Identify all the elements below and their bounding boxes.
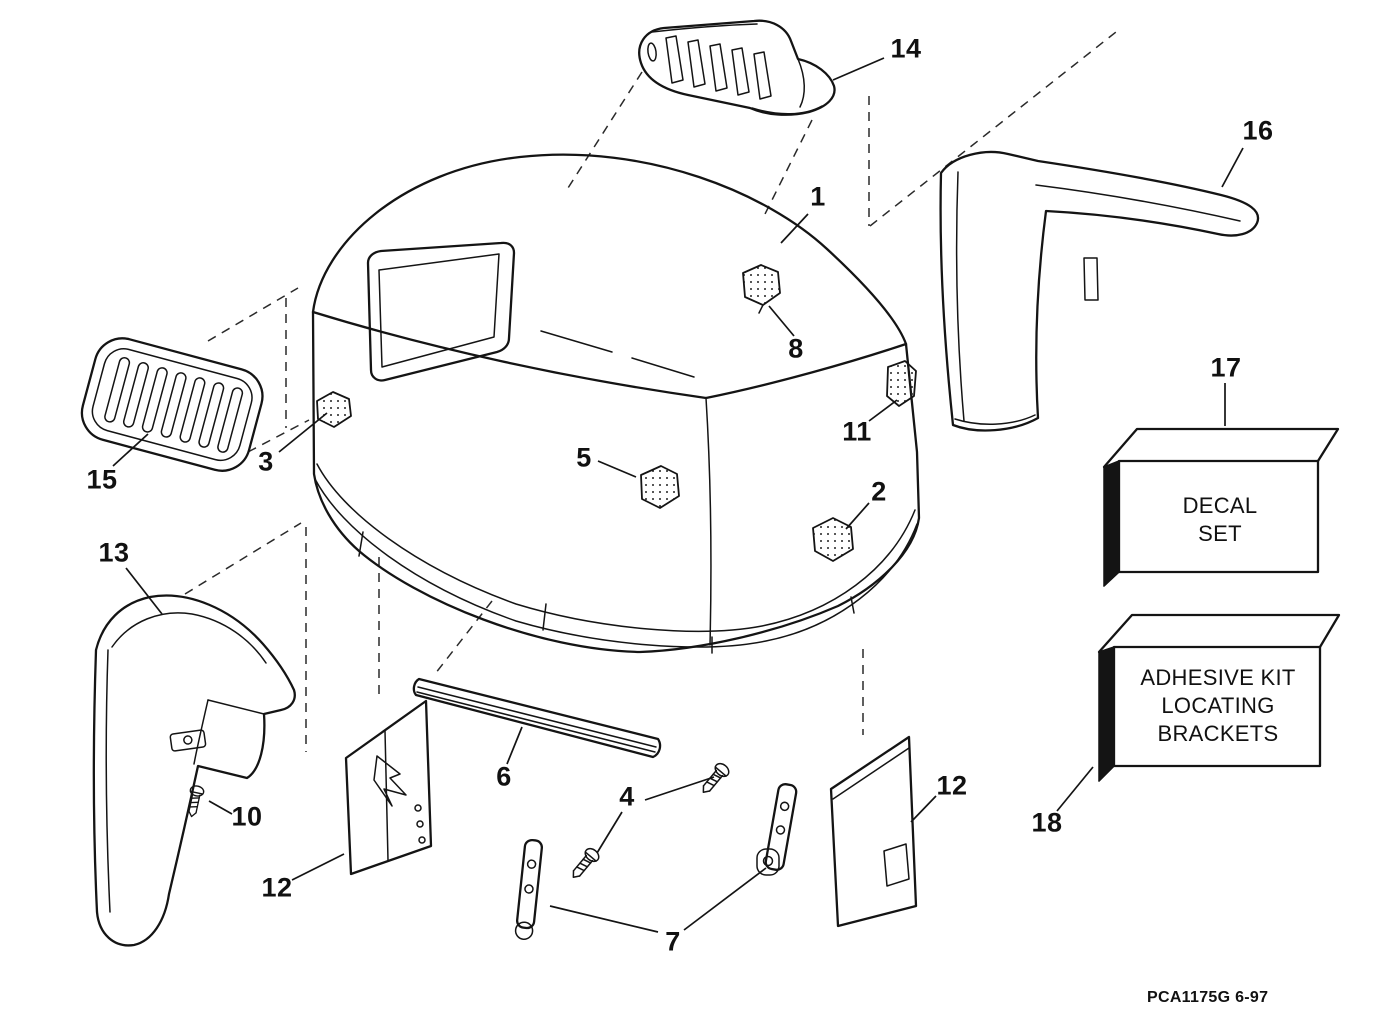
assembly-guide-lines: [184, 31, 1117, 752]
adhesive-kit-label: ADHESIVE KIT LOCATING BRACKETS: [1140, 664, 1295, 748]
latch-bracket-left: [514, 838, 544, 940]
part-label-11: 11: [842, 416, 872, 447]
part-label-16: 16: [1242, 115, 1274, 146]
decal-set-box: [1102, 427, 1340, 587]
screw-4a: [696, 760, 733, 798]
screws: [184, 760, 733, 883]
part-label-2: 2: [871, 476, 887, 507]
pad-3: [316, 391, 352, 428]
adhesive-kit-line-3: BRACKETS: [1157, 721, 1279, 746]
part-label-13: 13: [98, 537, 130, 568]
vent-grille-top: [638, 19, 836, 116]
label-leader-lines: [112, 57, 1244, 933]
part-label-15: 15: [86, 464, 118, 495]
part-label-1: 1: [810, 181, 826, 212]
part-label-12-left: 12: [261, 872, 293, 903]
part-label-7: 7: [665, 926, 681, 957]
pad-2: [812, 517, 854, 562]
side-cover-right: [939, 150, 1260, 432]
decal-set-line-1: DECAL: [1182, 493, 1258, 518]
mount-pads: [316, 264, 917, 562]
locating-plate-right: [829, 735, 918, 928]
pad-5: [640, 465, 680, 509]
part-label-8: 8: [788, 333, 804, 364]
part-label-4: 4: [619, 781, 635, 812]
pad-11: [886, 360, 917, 407]
adhesive-kit-line-1: ADHESIVE KIT: [1140, 665, 1296, 690]
louver-grille-left: [80, 337, 264, 472]
screw-4b: [566, 845, 603, 883]
adhesive-kit-box: [1097, 613, 1341, 782]
decal-set-label: DECAL SET: [1183, 492, 1258, 548]
seal-strip: [412, 677, 662, 759]
locating-plate-left: [344, 699, 433, 876]
part-label-6: 6: [496, 761, 512, 792]
decal-set-line-2: SET: [1198, 521, 1242, 546]
drawing-code: PCA1175G 6-97: [1147, 989, 1269, 1006]
part-label-18: 18: [1031, 807, 1063, 838]
part-label-5: 5: [576, 442, 592, 473]
adhesive-kit-line-2: LOCATING: [1161, 693, 1275, 718]
pad-8: [742, 264, 781, 306]
part-label-12-right: 12: [936, 770, 968, 801]
part-label-14: 14: [890, 33, 922, 64]
engine-cover: [311, 153, 921, 654]
latch-bracket-right: [756, 783, 798, 876]
part-label-3: 3: [258, 446, 274, 477]
part-label-17: 17: [1210, 352, 1242, 383]
side-cover-lower-left: [92, 594, 296, 947]
part-label-10: 10: [231, 801, 263, 832]
